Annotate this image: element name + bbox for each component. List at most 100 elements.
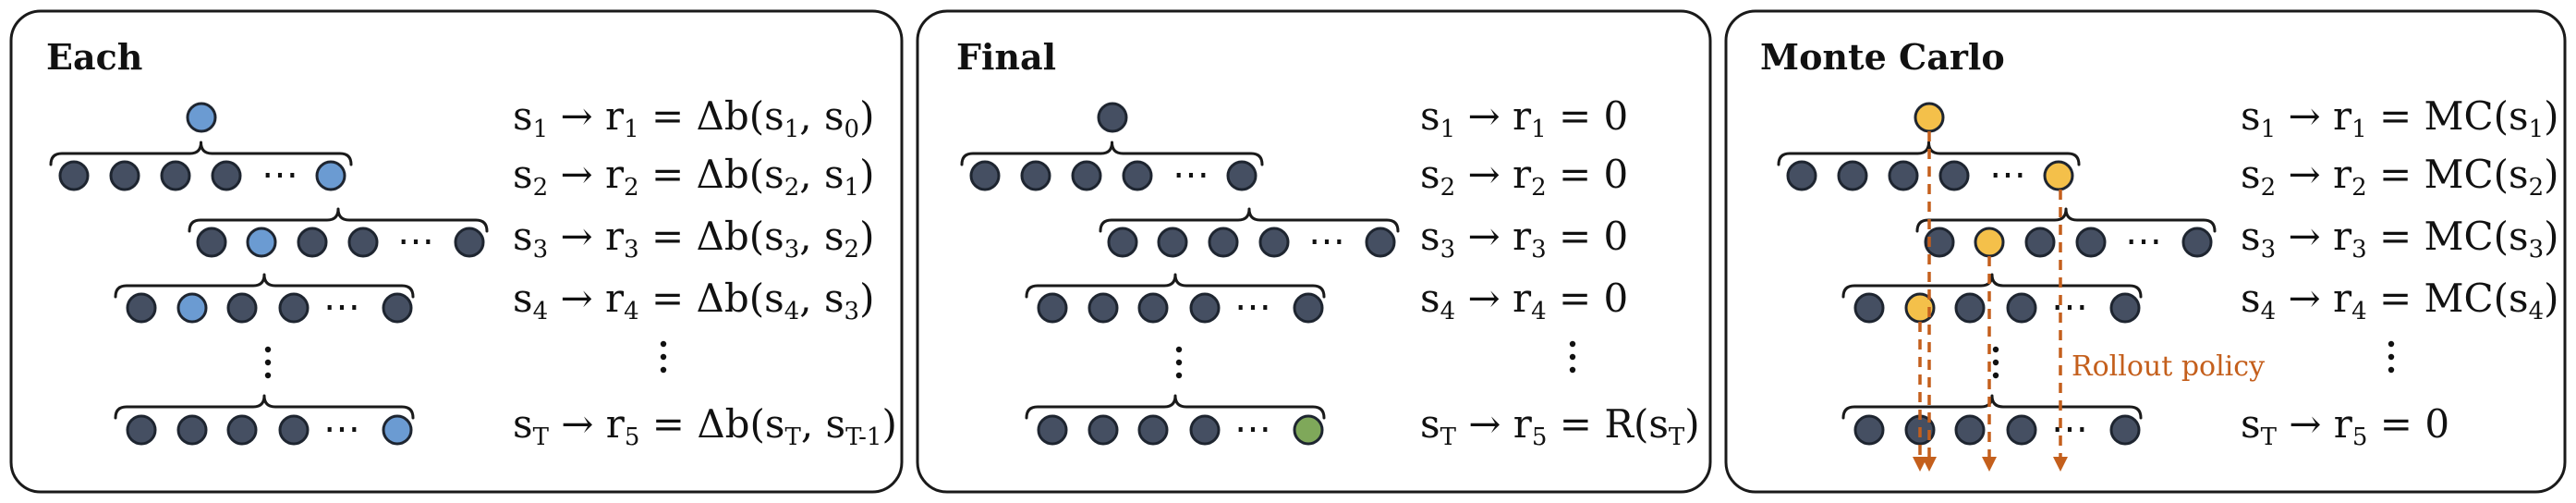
each-row-3-node-5 xyxy=(454,227,485,258)
final-row-2-node-3 xyxy=(1071,160,1102,191)
each-brace-4 xyxy=(114,273,415,299)
equation-row-6: sT → r5 = 0 xyxy=(2241,401,2449,451)
panel-each-equations: s1 → r1 = Δb(s1, s0)s2 → r2 = Δb(s2, s1)… xyxy=(513,93,897,451)
final-row-2-node-2 xyxy=(1020,160,1051,191)
each-brace-2 xyxy=(49,141,353,166)
equation-row-3: s3 → r3 = 0 xyxy=(1420,214,1628,264)
each-brace-T xyxy=(114,394,415,420)
final-brace-2 xyxy=(960,141,1264,166)
panel-monte-carlo: Monte Carlo ⋯⋯⋯⋯ Rollout policy s1 → r1 … xyxy=(1724,9,2567,494)
each-row-T-node-4 xyxy=(278,414,310,446)
mc-row-2-node-2 xyxy=(1837,160,1868,191)
mc-row-2-node-4 xyxy=(1938,160,1970,191)
each-row-4-node-5 xyxy=(382,292,413,324)
mc-row-T-ellipsis: ⋯ xyxy=(2051,408,2088,450)
each-row-2-ellipsis: ⋯ xyxy=(261,153,298,196)
equation-row-6: sT → r5 = R(sT) xyxy=(1420,401,1700,451)
mc-brace-4 xyxy=(1841,273,2143,299)
equation-vertical-ellipsis xyxy=(660,340,667,374)
final-brace-T xyxy=(1025,394,1326,420)
final-row-T-node-1 xyxy=(1037,414,1068,446)
each-row-4-node-2 xyxy=(176,292,208,324)
final-root-node xyxy=(1097,102,1128,133)
final-row-T-node-3 xyxy=(1137,414,1169,446)
equation-row-2: s2 → r2 = 0 xyxy=(1420,152,1628,202)
panel-monte-carlo-tree: ⋯⋯⋯⋯ xyxy=(1777,102,2217,450)
final-brace-3 xyxy=(1099,207,1400,233)
equation-row-4: s4 → r4 = MC(s4) xyxy=(2241,276,2559,325)
mc-brace-2 xyxy=(1777,141,2081,166)
each-row-2-node-3 xyxy=(160,160,191,191)
each-vertical-ellipsis xyxy=(264,346,272,379)
each-row-4-ellipsis: ⋯ xyxy=(323,286,360,328)
each-row-3-node-4 xyxy=(347,227,379,258)
equation-row-4: s4 → r4 = 0 xyxy=(1420,276,1628,325)
panel-each-title: Each xyxy=(46,36,142,78)
panel-monte-carlo-title: Monte Carlo xyxy=(1760,36,2005,78)
panel-final: Final ⋯⋯⋯⋯ s1 → r1 = 0s2 → r2 = 0s3 → r3… xyxy=(916,9,1712,494)
mc-row-3-ellipsis: ⋯ xyxy=(2125,220,2162,263)
equation-row-3: s3 → r3 = MC(s3) xyxy=(2241,214,2559,264)
final-row-2-ellipsis: ⋯ xyxy=(1173,153,1209,196)
equation-row-6: sT → r5 = Δb(sT, sT-1) xyxy=(513,401,897,451)
equation-row-1: s1 → r1 = MC(s1) xyxy=(2241,93,2559,143)
each-row-2-node-4 xyxy=(211,160,242,191)
panel-each-border xyxy=(9,9,904,494)
rollout-arrow-row-3 xyxy=(1982,256,1997,472)
mc-row-4-node-3 xyxy=(1954,292,1986,324)
mc-row-T-node-4 xyxy=(2006,414,2037,446)
each-row-T-node-1 xyxy=(126,414,157,446)
panel-each-tree: ⋯ ⋯ ⋯ ⋯ xyxy=(49,102,489,450)
final-row-3-node-5 xyxy=(1365,227,1396,258)
panel-monte-carlo-equations: s1 → r1 = MC(s1) s2 → r2 = MC(s2) s3 → r3 … xyxy=(2241,93,2559,451)
final-row-4-ellipsis: ⋯ xyxy=(1234,286,1271,328)
mc-row-3-node-2 xyxy=(1974,227,2005,258)
panel-monte-carlo-border xyxy=(1724,9,2567,494)
mc-row-T-node-5 xyxy=(2109,414,2141,446)
each-row-T-node-5 xyxy=(382,414,413,446)
final-row-T-node-4 xyxy=(1189,414,1221,446)
each-row-2-node-5 xyxy=(315,160,346,191)
each-row-4-node-4 xyxy=(278,292,310,324)
final-row-T-node-2 xyxy=(1088,414,1119,446)
equation-row-3: s3 → r3 = Δb(s3, s2) xyxy=(513,214,874,264)
final-row-T-ellipsis: ⋯ xyxy=(1234,408,1271,450)
final-row-T-node-5 xyxy=(1293,414,1324,446)
final-row-3-node-3 xyxy=(1208,227,1239,258)
mc-row-2-node-1 xyxy=(1786,160,1817,191)
mc-row-T-node-3 xyxy=(1954,414,1986,446)
final-row-3-ellipsis: ⋯ xyxy=(1308,220,1345,263)
mc-row-3-node-3 xyxy=(2024,227,2056,258)
final-row-4-node-4 xyxy=(1189,292,1221,324)
final-row-4-node-5 xyxy=(1293,292,1324,324)
each-row-3-node-3 xyxy=(297,227,328,258)
final-row-3-node-1 xyxy=(1107,227,1138,258)
mc-row-2-node-3 xyxy=(1888,160,1919,191)
each-row-4-node-1 xyxy=(126,292,157,324)
mc-row-T-node-1 xyxy=(1853,414,1885,446)
mc-row-4-node-1 xyxy=(1853,292,1885,324)
final-row-4-node-3 xyxy=(1137,292,1169,324)
each-row-T-ellipsis: ⋯ xyxy=(323,408,360,450)
equation-row-4: s4 → r4 = Δb(s4, s3) xyxy=(513,276,874,325)
mc-brace-3 xyxy=(1915,207,2217,233)
final-row-2-node-1 xyxy=(969,160,1001,191)
equation-row-2: s2 → r2 = MC(s2) xyxy=(2241,152,2559,202)
each-row-3-node-1 xyxy=(196,227,227,258)
final-brace-4 xyxy=(1025,273,1326,299)
mc-row-2-node-5 xyxy=(2043,160,2074,191)
mc-row-4-node-5 xyxy=(2109,292,2141,324)
each-brace-3 xyxy=(188,207,489,233)
final-vertical-ellipsis xyxy=(1175,346,1183,379)
rollout-arrows xyxy=(1913,131,2068,472)
rollout-arrow-row-4 xyxy=(1913,322,1927,472)
equation-vertical-ellipsis xyxy=(1569,340,1576,374)
final-row-4-node-2 xyxy=(1088,292,1119,324)
final-row-3-node-2 xyxy=(1157,227,1188,258)
mc-row-2-ellipsis: ⋯ xyxy=(1989,153,2026,196)
equation-vertical-ellipsis xyxy=(2388,340,2395,374)
panel-final-title: Final xyxy=(956,36,1056,78)
each-row-3-ellipsis: ⋯ xyxy=(397,220,434,263)
mc-row-4-node-4 xyxy=(2006,292,2037,324)
